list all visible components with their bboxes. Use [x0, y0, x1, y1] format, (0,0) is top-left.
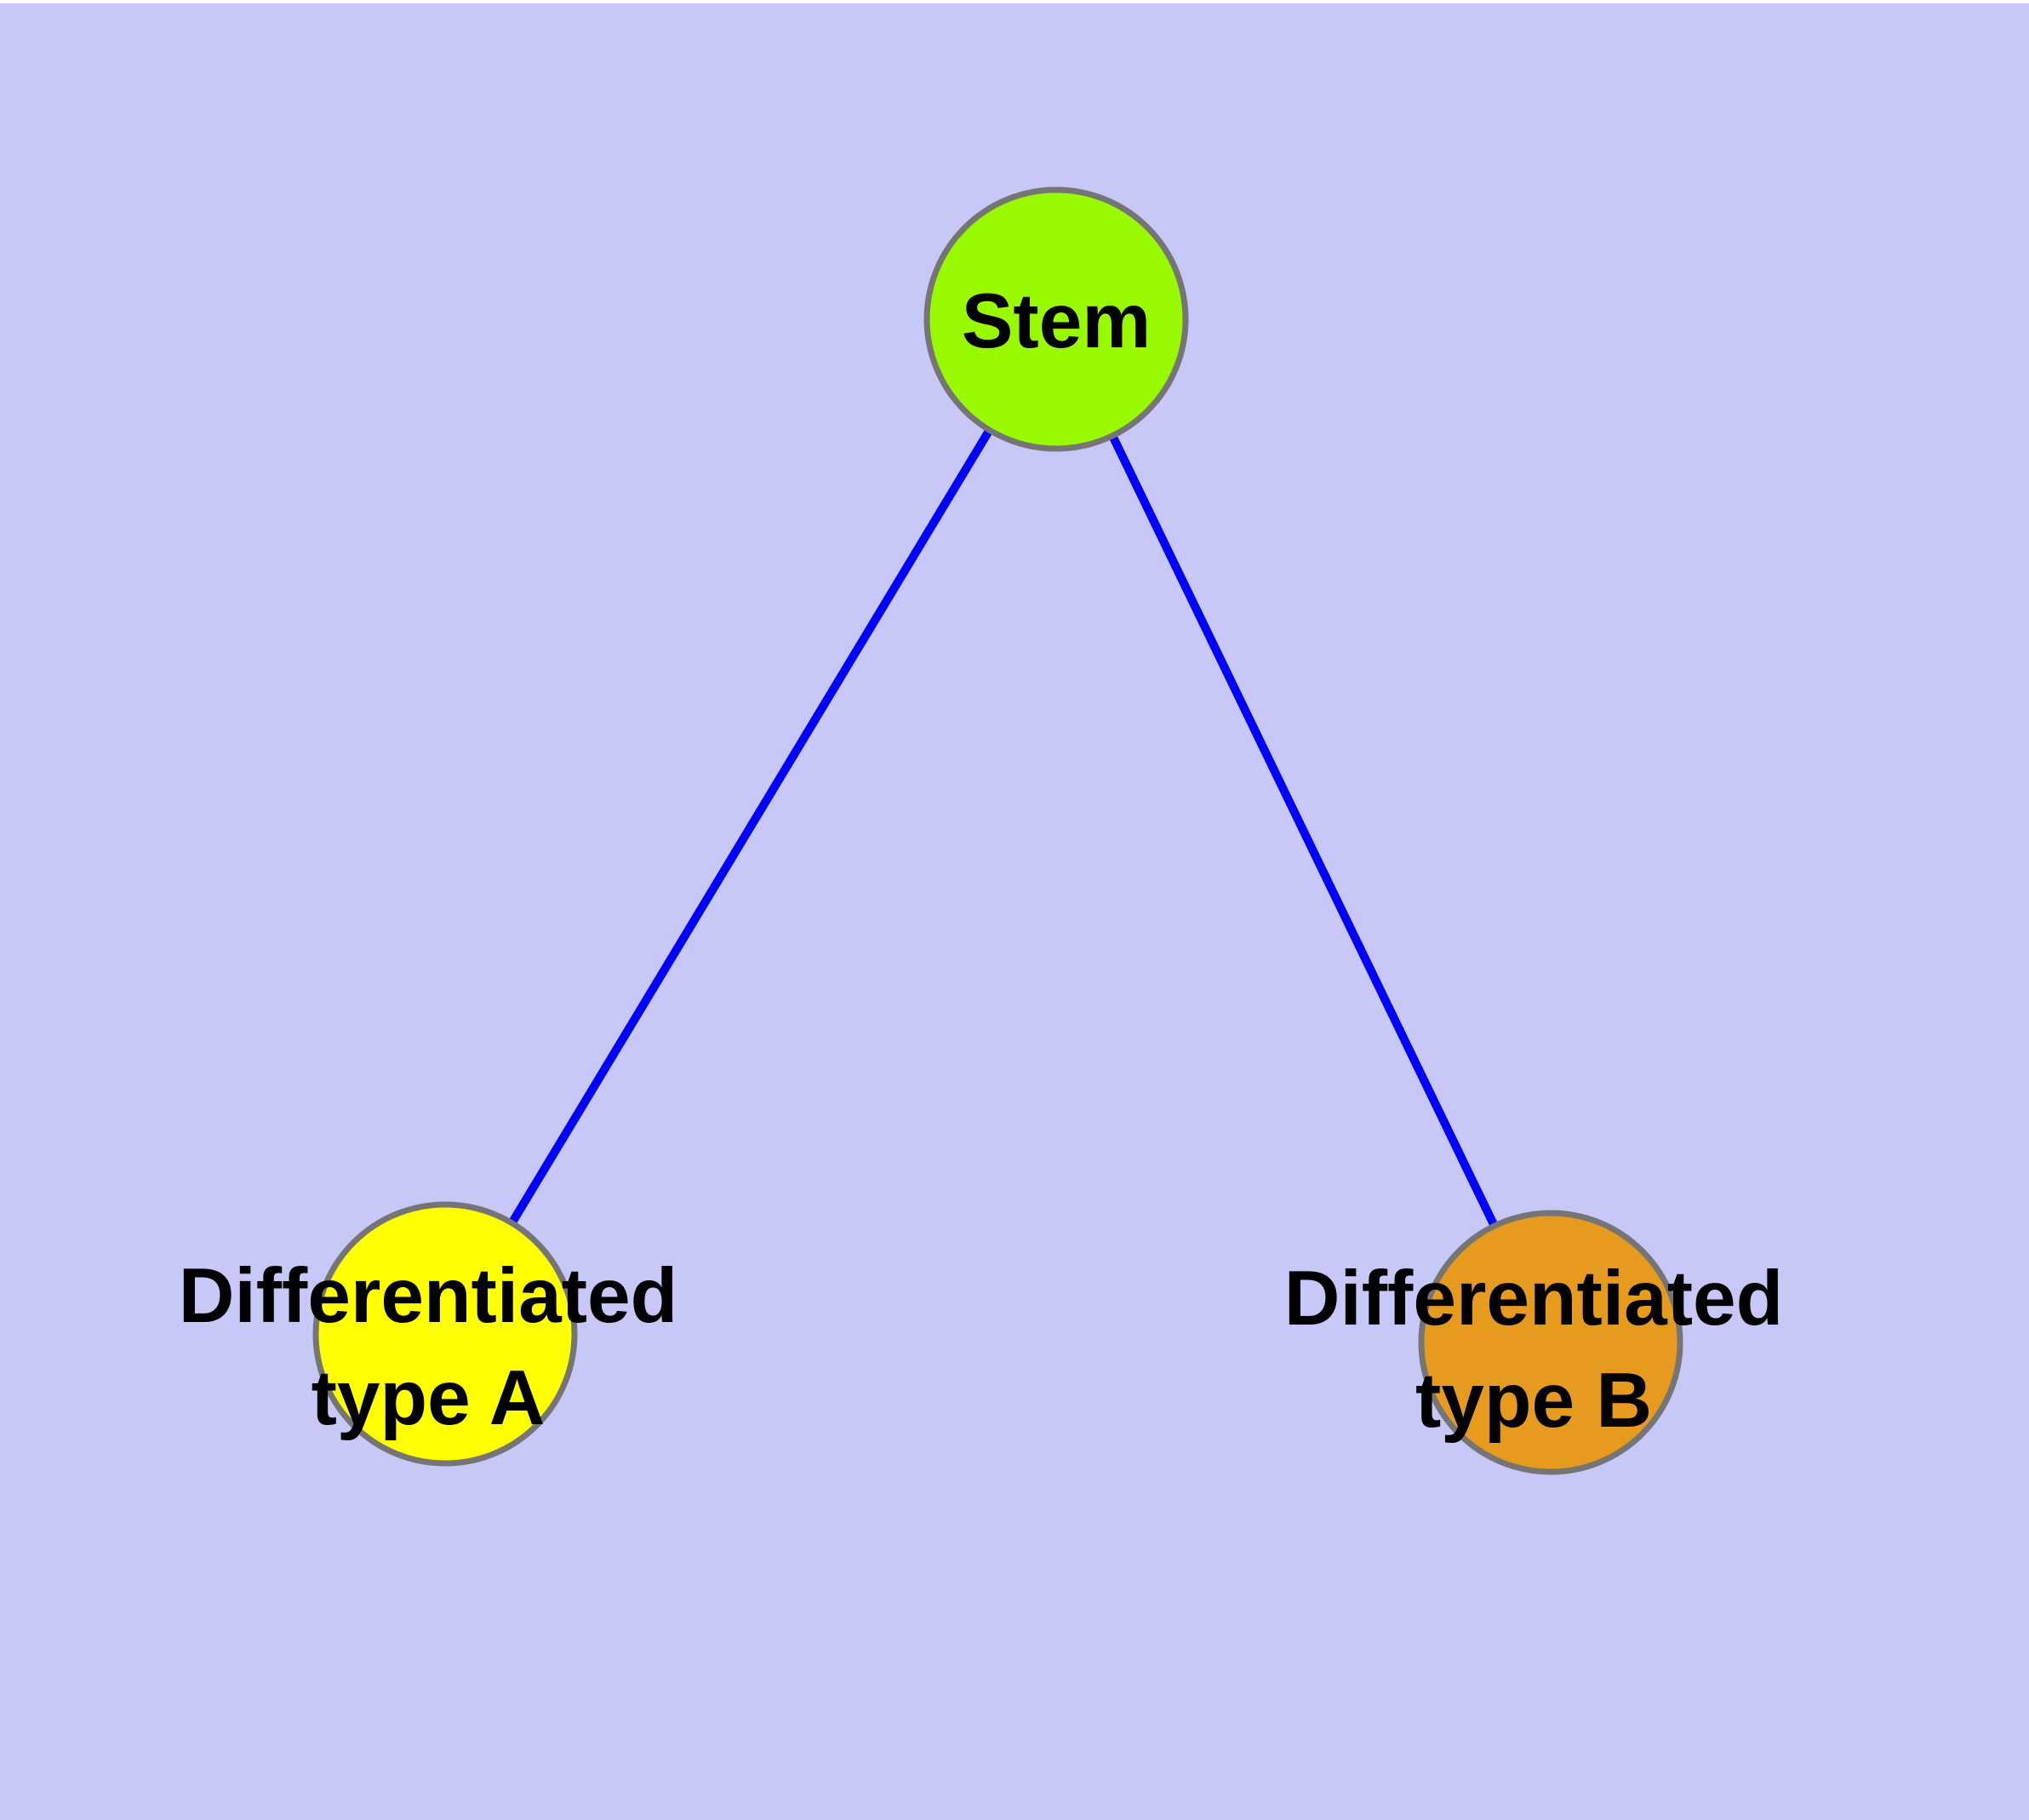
- node-type-a-label-line1: Differentiated: [179, 1253, 678, 1339]
- edge-stem-to-type-b: [1052, 317, 1555, 1345]
- node-stem-label: Stem: [962, 278, 1152, 364]
- node-type-a-circle: [312, 1201, 578, 1467]
- node-type-b-label-line1: Differentiated: [1284, 1256, 1784, 1342]
- node-stem-circle: [923, 186, 1189, 452]
- node-type-b-label-line2: type B: [1415, 1358, 1652, 1444]
- node-stem: Stem: [923, 186, 1189, 452]
- node-type-b-circle: [1418, 1210, 1683, 1475]
- node-differentiated-type-b: Differentiated type B: [1284, 1210, 1784, 1475]
- edge-stem-to-type-a: [441, 317, 1060, 1336]
- node-differentiated-type-a: Differentiated type A: [179, 1201, 678, 1467]
- node-type-a-label-line2: type A: [311, 1355, 546, 1441]
